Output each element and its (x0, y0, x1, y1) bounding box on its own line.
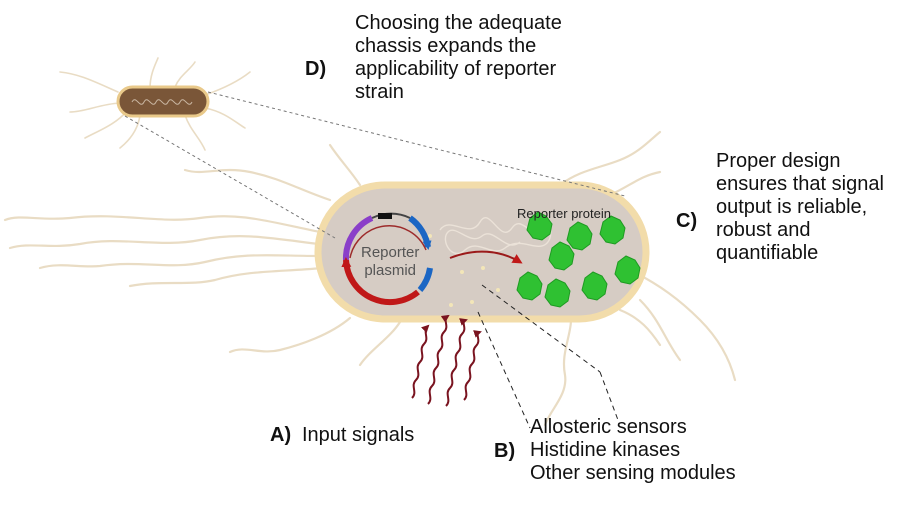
panel-d-line: chassis expands the (355, 35, 537, 57)
protein-blob (544, 278, 571, 308)
panel-a-text: Input signals (302, 424, 415, 446)
plasmid-label-line: Reporter (361, 244, 420, 261)
reporter-proteins (516, 211, 641, 308)
panel-c-text: Proper design ensures that signal output… (716, 150, 884, 265)
panel-c-line: ensures that signal (716, 173, 884, 195)
small-cell-dna (131, 99, 193, 105)
reporter-protein-label: Reporter protein (517, 206, 611, 221)
plasmid-purple-segment (342, 215, 374, 261)
small-chassis-cell (116, 85, 210, 118)
panel-d-letter: D) (305, 58, 327, 80)
panel-c-letter: C) (676, 210, 698, 232)
main-cell-flagella (3, 130, 737, 427)
panel-b-line: Allosteric sensors (530, 416, 687, 438)
plasmid-black-block (378, 213, 392, 219)
panel-a-letter: A) (270, 424, 292, 446)
panel-d-line: Choosing the adequate (355, 12, 562, 34)
plasmid-blue-arrow (408, 215, 432, 250)
panel-d-text: Choosing the adequate chassis expands th… (355, 12, 562, 104)
small-cell-flagella (59, 57, 251, 151)
protein-blob (599, 215, 626, 245)
plasmid-blue-segment (417, 267, 433, 292)
protein-blob (516, 271, 543, 301)
plasmid-inner-circle (349, 225, 427, 259)
panel-d-line: strain (355, 81, 404, 103)
signal-dots (428, 234, 500, 307)
plasmid-label: Reporter plasmid (361, 244, 419, 280)
panel-b-letter: B) (494, 440, 516, 462)
panel-c-line: quantifiable (716, 242, 819, 264)
plasmid-label-line: plasmid (364, 262, 417, 279)
protein-blob (581, 271, 608, 301)
sensor-leader-lines (477, 284, 619, 429)
protein-blob (526, 211, 553, 241)
panel-c-line: robust and (716, 219, 811, 241)
chromosome-dna (439, 217, 552, 255)
expression-arrow (449, 250, 523, 264)
protein-blob (548, 241, 575, 271)
panel-d-line: applicability of reporter (355, 58, 557, 80)
reporter-plasmid (341, 212, 433, 306)
protein-blob (566, 221, 593, 251)
plasmid-red-arrow (341, 257, 420, 306)
zoom-lines (124, 91, 626, 239)
panel-b-line: Histidine kinases (530, 439, 681, 461)
panel-b-text: Allosteric sensors Histidine kinases Oth… (530, 416, 736, 485)
protein-blob (614, 255, 641, 285)
panel-c-line: Proper design (716, 150, 841, 172)
input-signal-arrows (411, 314, 482, 407)
panel-b-line: Other sensing modules (530, 462, 736, 484)
panel-c-line: output is reliable, (716, 196, 868, 218)
